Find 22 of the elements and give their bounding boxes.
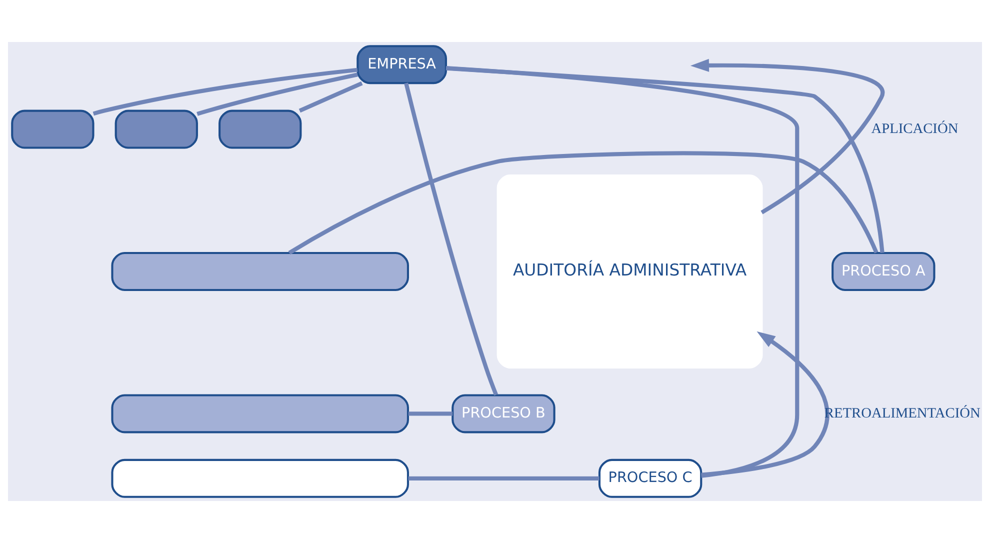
node-box — [114, 109, 198, 148]
node-box — [218, 109, 302, 148]
arrow — [690, 58, 884, 214]
node-box: AUDITORÍA ADMINISTRATIVA — [496, 174, 763, 368]
connector — [408, 411, 453, 416]
node-box: PROCESO B — [452, 394, 556, 433]
node-box — [11, 109, 94, 148]
connector — [288, 150, 878, 254]
node-bar — [111, 251, 409, 291]
connector — [92, 67, 358, 116]
connector — [196, 72, 358, 116]
node-box: PROCESO A — [832, 251, 936, 291]
node-box: PROCESO C — [598, 458, 702, 498]
connector — [298, 80, 363, 112]
node-bar — [111, 394, 409, 433]
node-bar — [111, 458, 409, 498]
connector — [446, 66, 800, 478]
connector — [404, 82, 498, 396]
arrow — [701, 330, 830, 476]
edge-label: APLICACIÓN — [871, 120, 958, 137]
connector — [408, 476, 600, 480]
node-box: EMPRESA — [356, 44, 447, 84]
